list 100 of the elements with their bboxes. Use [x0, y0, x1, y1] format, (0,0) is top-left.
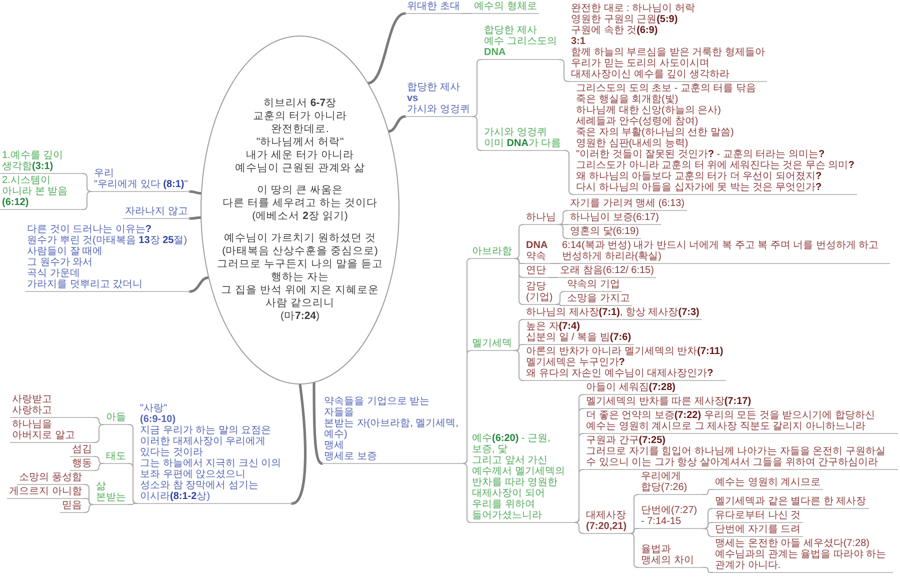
topic-text: "하나님께서 허락": [256, 136, 344, 149]
branch-line: [514, 350, 524, 381]
topic-node: [0, 175, 82, 210]
topic-text: 유다로부터 나신 것: [715, 510, 801, 521]
topic-text: 맹세는 온전한 아들 세우셨다(7:28): [715, 538, 870, 549]
topic-text: 다시 하나님의 아들을 십자가에 못 박는 것은 무엇인가?: [576, 182, 823, 193]
branch-line: [550, 263, 560, 264]
topic-text: 아론의 반차가 아니라 멜기세덱의 반차(7:11): [526, 346, 724, 357]
topic-text: 본받는: [96, 492, 126, 503]
topic-node: [584, 435, 898, 470]
topic-text: 행하는 자는: [271, 271, 329, 284]
topic-text: 위대한 초대: [407, 1, 460, 12]
branch-line: [84, 484, 94, 505]
topic-text: 오래 참음(6:12/ 6:15): [560, 265, 654, 276]
branch-line: [574, 469, 584, 523]
topic-text: 십분의 일 / 복을 빔(7:6): [526, 332, 632, 343]
topic-text: 내가 세운 터가 아니라: [246, 149, 354, 162]
topic-text: "사랑": [140, 403, 168, 414]
branch-line: [290, 382, 307, 505]
topic-text: 1.예수를 깊이 생각함(3:1): [2, 150, 64, 172]
topic-text: 구원에 속한 것(6:9): [571, 25, 659, 36]
topic-text: 멜기세덱은 누구인가?: [526, 357, 626, 368]
topic-text: 하나님을 아버지로 알고: [12, 419, 76, 441]
topic-text: 행동: [72, 458, 92, 469]
topic-node: [10, 419, 94, 443]
topic-text: 게으르지 아니함: [9, 486, 82, 497]
topic-text: 예수님과의 관계는 율법을 따라야 하는 관계가 아니다.: [715, 549, 888, 571]
topic-text: 이미 DNA가 다름: [484, 138, 562, 149]
topic-node: [584, 410, 898, 434]
topic-text: 그러므로 자기를 힘입어 하나님께 나아가는 자들을 온전히 구원하실 수 있으니 이는 그가 항상 살아계셔서 그들을 위하여 간구하심이라: [586, 446, 886, 468]
topic-text: 약속: [526, 251, 547, 262]
topic-text: 하나님이 보증(6:17): [570, 212, 659, 223]
topic-text: 사랑받고 사랑하고: [12, 394, 53, 416]
topic-text: "이러한 것들이 잘못된 것인가? - 교훈의 터라는 의미는?: [576, 149, 826, 160]
branch-line: [574, 522, 584, 534]
topic-text: 영원한 심판(내세의 능력): [576, 138, 690, 149]
topic-node: [138, 403, 292, 504]
topic-text: 왜 하나님의 아들보다 교훈의 터가 더 우선이 되어졌지?: [576, 171, 823, 182]
topic-node: [405, 82, 472, 117]
topic-node: [524, 321, 634, 345]
topic-node: [524, 281, 555, 305]
topic-text: 사람들이 잘 때에: [27, 246, 104, 257]
branch-line: [628, 533, 640, 568]
topic-text: 더 좋은 언약의 보증(7:22) 우리의 모든 것을 받으시기에 합당하신 예수는 영원히 계시므로 그 제사장 직분도 갈리지 아니하느니라: [586, 410, 876, 432]
branch-line: [462, 350, 472, 464]
topic-text: 멜기세덱의 반차를 따른 제사장(7:17): [586, 396, 752, 407]
topic-text: 단번에(7:27) - 7:14-15: [641, 505, 698, 527]
branch-line: [366, 12, 406, 84]
topic-node: [10, 394, 94, 418]
topic-text: 성소와 참 장막에서 섬기는 이시라(8:1-2상): [140, 480, 260, 502]
topic-text: 삶: [96, 481, 107, 492]
topic-text: 6:14(복과 번성) 내가 반드시 너에게 복 주고 복 주며 너를 번성하게 하고 번성하게 하리라(확실): [562, 240, 880, 262]
topic-text: 높은 자(7:4): [526, 321, 581, 332]
topic-text: 그리고 앞서 가신 예수께서 멜기세덱의 반차를 따라 영원한 대제사장이 되어 우리를 위하여 들어가셨느니라: [472, 455, 566, 521]
topic-text: 하나님: [526, 212, 556, 223]
branch-line: [554, 291, 566, 305]
topic-text: 다른 터를 세우려고 하는 것이다: [222, 197, 378, 210]
topic-text: 소망의 풍성함: [19, 472, 82, 483]
topic-node: [482, 127, 564, 151]
branch-line: [128, 463, 138, 504]
topic-text: 자기를 가리켜 맹세 (6:13): [570, 198, 685, 209]
topic-text: 약속들을 기업으로 받는 자들을: [324, 396, 431, 418]
branch-line: [472, 116, 482, 151]
topic-text: 그리스도의 도의 초보 - 교훈의 터를 닦음: [576, 83, 757, 94]
branch-line: [82, 173, 92, 192]
topic-text: 약속의 기업: [567, 279, 620, 290]
topic-text: 구원과 간구(7:25): [586, 435, 666, 446]
topic-node: [584, 510, 629, 534]
topic-text: (7:20,21): [586, 521, 627, 532]
branch-line: [558, 59, 570, 82]
topic-text: 예수의 형체로: [474, 1, 537, 12]
branch-line: [702, 528, 714, 537]
topic-text: vs: [407, 93, 420, 104]
branch-line: [387, 115, 406, 133]
topic-text: 감당: [526, 281, 547, 292]
topic-text: 영혼의 닻(6:19): [570, 226, 639, 237]
branch-line: [128, 503, 138, 505]
branch-line: [514, 258, 524, 305]
topic-text: 자라나지 않고: [125, 206, 188, 217]
topic-text: 소망을 가지고: [567, 293, 630, 304]
branch-line: [188, 216, 202, 220]
topic-text: (기업): [526, 292, 553, 303]
branch-line: [312, 381, 324, 465]
topic-text: 믿음: [62, 500, 82, 511]
topic-text: 예수(6:20) - 근원, 보증, 닻: [472, 433, 552, 455]
topic-text: 합당한 제사: [407, 82, 461, 93]
topic-text: 하나님께 대한 신앙(하늘의 은사): [576, 105, 722, 116]
topic-node: [94, 481, 128, 505]
topic-text: 2.시스템이 아니라 본 받음(6:12): [2, 175, 69, 208]
topic-text: 대제사장: [586, 510, 627, 521]
branch-line: [702, 489, 714, 495]
topic-text: 멜기세덱: [472, 338, 512, 349]
topic-text: 예수님이 근원된 관계와 삶: [235, 162, 365, 175]
topic-text: 우리: [94, 168, 115, 179]
topic-text: DNA: [484, 47, 507, 58]
topic-text: 가라지를 덧뿌리고 갔더니: [27, 279, 144, 290]
branch-line: [548, 277, 558, 278]
topic-node: [524, 346, 726, 381]
topic-text: 대제사장이신 예수를 깊이 생각하라: [571, 69, 730, 80]
branch-line: [558, 210, 568, 225]
